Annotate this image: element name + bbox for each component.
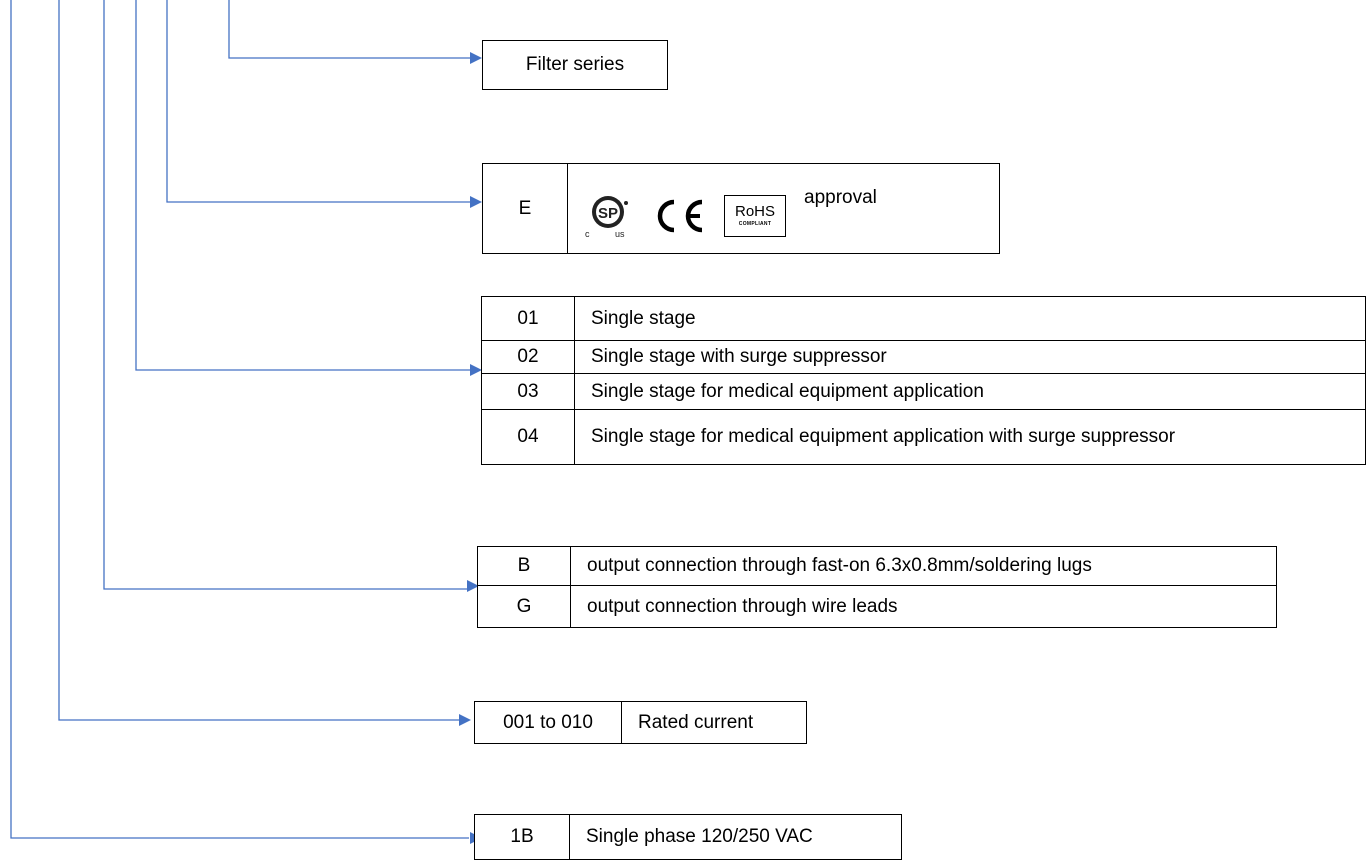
connector-approval: [166, 0, 472, 203]
stage-code: 02: [481, 340, 575, 374]
arrowhead-connections: [467, 580, 479, 592]
rohs-sublabel: COMPLIANT: [738, 221, 772, 227]
approval-code: E: [482, 163, 568, 254]
table-row: B output connection through fast-on 6.3x…: [477, 546, 1277, 586]
phase-code: 1B: [474, 814, 570, 860]
phase-description: Single phase 120/250 VAC: [569, 814, 902, 860]
rohs-compliant-icon: RoHS COMPLIANT: [724, 194, 786, 237]
connector-phase: [10, 0, 469, 839]
connection-description: output connection through fast-on 6.3x0.…: [570, 546, 1277, 586]
arrowhead-stages: [470, 364, 482, 376]
stage-code: 01: [481, 296, 575, 341]
table-row: 01 Single stage: [481, 296, 1366, 341]
rated-current-code: 001 to 010: [474, 701, 622, 744]
stage-options-table: 01 Single stage 02 Single stage with sur…: [481, 296, 1366, 465]
stage-description: Single stage: [574, 296, 1366, 341]
table-row: G output connection through wire leads: [477, 585, 1277, 628]
ce-mark-icon: [657, 199, 703, 232]
filter-series-box: Filter series: [482, 40, 668, 90]
stage-code: 04: [481, 409, 575, 465]
table-row: 04 Single stage for medical equipment ap…: [481, 409, 1366, 465]
connector-rated-current: [58, 0, 461, 721]
rated-current-box: 001 to 010 Rated current: [474, 701, 807, 744]
stage-code: 03: [481, 373, 575, 410]
connection-options-table: B output connection through fast-on 6.3x…: [477, 546, 1277, 628]
stage-description: Single stage for medical equipment appli…: [574, 373, 1366, 410]
filter-series-label: Filter series: [482, 40, 668, 90]
connection-description: output connection through wire leads: [570, 585, 1277, 628]
arrowhead-rated-current: [459, 714, 471, 726]
table-row: 02 Single stage with surge suppressor: [481, 340, 1366, 374]
stage-description: Single stage with surge suppressor: [574, 340, 1366, 374]
stage-description: Single stage for medical equipment appli…: [574, 409, 1366, 465]
phase-box: 1B Single phase 120/250 VAC: [474, 814, 902, 860]
approval-marks-cell: SP c us RoHS COMPLIANT appro: [567, 163, 1000, 254]
csa-c-label: c: [585, 229, 590, 239]
connector-connections: [103, 0, 469, 590]
connector-stages: [135, 0, 472, 371]
approval-label: approval: [804, 186, 877, 208]
csa-us-label: us: [615, 229, 625, 239]
approval-box: E SP c us: [482, 163, 1000, 254]
rated-current-description: Rated current: [621, 701, 807, 744]
connector-filter-series: [228, 0, 472, 59]
rohs-label: RoHS: [734, 203, 775, 220]
arrowhead-filter-series: [470, 52, 482, 64]
svg-text:SP: SP: [598, 205, 618, 222]
connection-code: G: [477, 585, 571, 628]
table-row: 03 Single stage for medical equipment ap…: [481, 373, 1366, 410]
csa-c-us-mark-icon: SP c us: [585, 195, 628, 239]
connection-code: B: [477, 546, 571, 586]
arrowhead-approval: [470, 196, 482, 208]
